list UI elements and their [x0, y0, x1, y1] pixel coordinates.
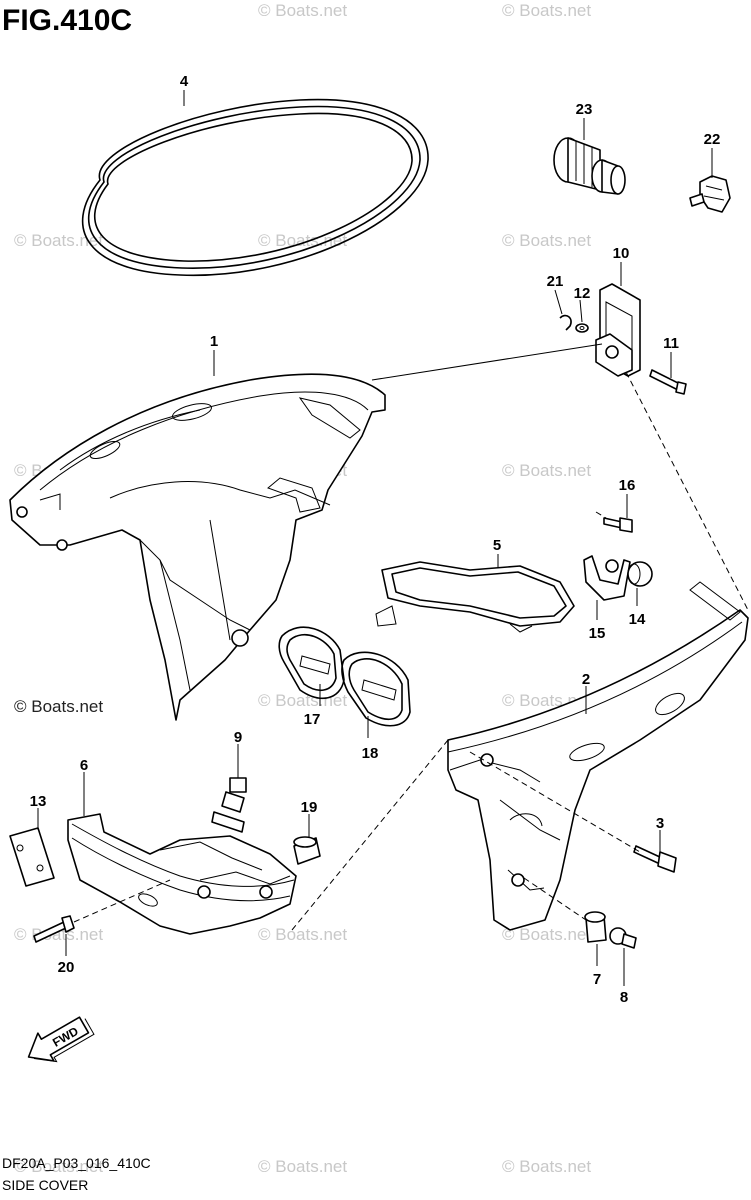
part-16-screw [603, 517, 633, 533]
watermark: © Boats.net [258, 1157, 347, 1176]
part-12-washer [575, 323, 589, 333]
callout-label: 5 [493, 537, 501, 554]
fwd-arrow: FWD [27, 1016, 95, 1063]
watermark: © Boats.net [14, 231, 103, 250]
callout-label: 9 [234, 729, 242, 746]
watermark: © Boats.net [502, 231, 591, 250]
watermark: © Boats.net [502, 461, 591, 480]
part-7-bushing [584, 911, 607, 943]
part-1-side-cover-left [9, 373, 386, 721]
part-20-screw [33, 915, 75, 943]
callout-label: 18 [362, 745, 379, 762]
section-name: SIDE COVER [2, 1177, 88, 1193]
callout-label: 20 [58, 959, 75, 976]
watermark-layer: © Boats.net © Boats.net © Boats.net © Bo… [14, 1, 591, 1176]
callout-label: 13 [30, 793, 47, 810]
part-13-plate [9, 827, 55, 887]
callout-label: 19 [301, 799, 318, 816]
part-18-seal [341, 651, 411, 727]
callout-label: 10 [613, 245, 630, 262]
callout-label: 11 [663, 335, 679, 352]
callout-label: 1 [210, 333, 218, 350]
callout-label: 22 [704, 131, 721, 148]
watermark: © Boats.net [258, 691, 347, 710]
callout-label: 4 [180, 73, 189, 90]
watermark: © Boats.net [14, 1157, 103, 1176]
part-11-bolt [649, 369, 687, 395]
figure-title: FIG.410C [2, 4, 132, 37]
part-21-pin [559, 314, 572, 331]
callout-labels: 4 23 22 10 21 12 11 1 16 5 15 14 2 17 18… [30, 73, 721, 1006]
callout-label: 3 [656, 815, 664, 832]
watermark: © Boats.net [502, 1, 591, 20]
part-3-bolt [633, 845, 677, 873]
part-9-bracket [211, 777, 247, 833]
callout-label: 6 [80, 757, 88, 774]
assembly-lines [73, 343, 749, 931]
part-8-bolt [609, 927, 637, 949]
callout-label: 12 [574, 285, 591, 302]
part-6-lower-cover [67, 813, 297, 935]
callout-label: 21 [547, 273, 564, 290]
part-10-bracket [595, 283, 641, 377]
part-23-grommet [553, 137, 626, 195]
part-2-side-cover-right [447, 581, 749, 931]
callout-label: 16 [619, 477, 636, 494]
callout-label: 8 [620, 989, 628, 1006]
part-14-bumper [627, 561, 653, 587]
watermark: © Boats.net [258, 1, 347, 20]
watermark-prominent: © Boats.net [14, 697, 103, 716]
diagram-code: DF20A_P03_016_410C [2, 1155, 151, 1171]
part-5-gasket [375, 561, 575, 633]
callout-label: 23 [576, 101, 593, 118]
part-19-bushing [293, 836, 321, 865]
callout-label: 14 [629, 611, 646, 628]
watermark: © Boats.net [502, 925, 591, 944]
part-15-bracket [583, 555, 631, 601]
watermark: © Boats.net [258, 925, 347, 944]
part-4-seal [81, 98, 429, 276]
watermark: © Boats.net [258, 231, 347, 250]
leader-lines [37, 90, 713, 986]
part-22-clip [689, 175, 731, 213]
callout-label: 15 [589, 625, 606, 642]
callout-label: 17 [304, 711, 321, 728]
callout-label: 2 [582, 671, 590, 688]
watermark: © Boats.net [502, 1157, 591, 1176]
callout-label: 7 [593, 971, 601, 988]
part-17-seal [278, 626, 345, 699]
